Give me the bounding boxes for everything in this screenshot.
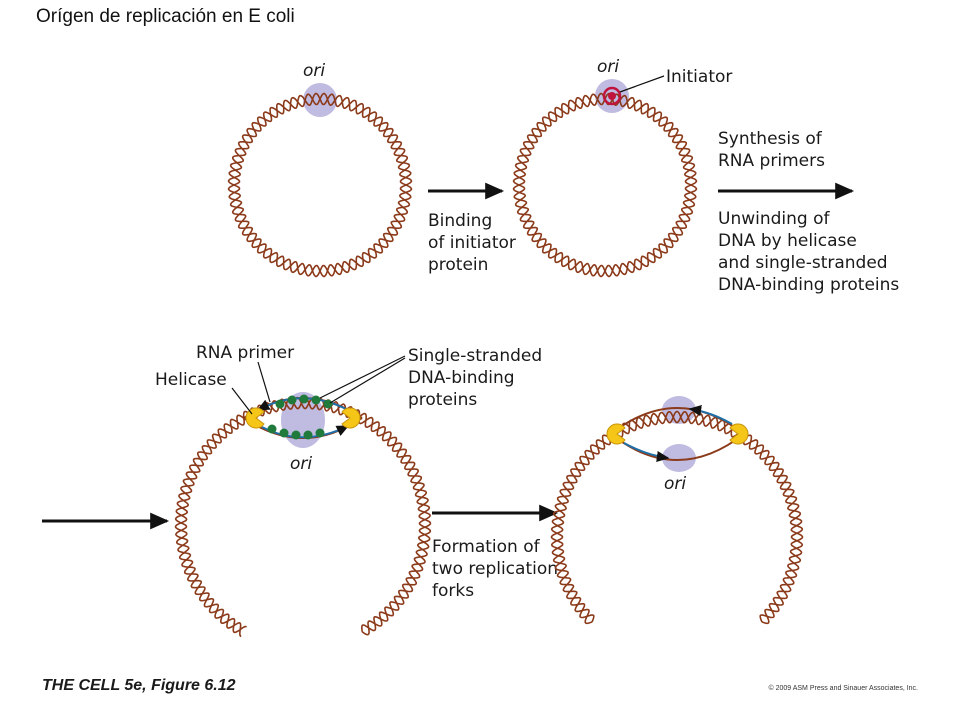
rna-primer-label: RNA primer xyxy=(196,343,294,363)
initiator-protein xyxy=(602,86,622,106)
helicase-fork-left xyxy=(606,423,626,445)
step-3-line-2: two replication xyxy=(432,559,558,579)
ssb-protein xyxy=(279,428,289,438)
helicase-leader-line xyxy=(231,387,253,415)
initiator-label: Initiator xyxy=(666,67,732,87)
ori-label-4: ori xyxy=(664,474,686,494)
step-2a-line-1: Synthesis of xyxy=(718,129,823,149)
helicase-left xyxy=(245,407,265,429)
step-3-line-1: Formation of xyxy=(432,537,541,557)
dna-circle-1 xyxy=(227,92,413,278)
ori-label-1: ori xyxy=(303,61,325,81)
step-1-line-1: Binding xyxy=(428,211,492,231)
step-2b-line-3: and single-stranded xyxy=(718,253,888,273)
ori-label-3: ori xyxy=(290,454,312,474)
step-2b-line-4: DNA-binding proteins xyxy=(718,275,899,295)
ssb-protein xyxy=(299,394,309,404)
dna-arc-4 xyxy=(550,410,804,625)
rna-primer-leader-line xyxy=(257,361,271,403)
primer-arrow-4-upper xyxy=(688,405,733,425)
step-1-caption: Binding of initiator protein xyxy=(428,211,516,275)
ssb-label-line-3: proteins xyxy=(408,390,477,410)
helicase-fork-right xyxy=(729,423,749,445)
slide-title: Orígen de replicación en E coli xyxy=(36,6,295,27)
step-2b-line-2: DNA by helicase xyxy=(718,231,857,251)
step-3-caption: Formation of two replication forks xyxy=(432,537,558,601)
ssb-protein xyxy=(275,399,285,409)
upper-strand-4 xyxy=(610,407,745,435)
ori-region-4-bottom xyxy=(662,444,696,472)
helicase-label: Helicase xyxy=(155,370,227,390)
step-1-line-2: of initiator xyxy=(428,233,516,253)
step-3-line-3: forks xyxy=(432,581,474,601)
step-2-caption-bottom: Unwinding of DNA by helicase and single-… xyxy=(718,209,899,295)
ssb-lower-row xyxy=(267,424,325,440)
step-2b-line-1: Unwinding of xyxy=(718,209,831,229)
copyright-notice: © 2009 ASM Press and Sinauer Associates,… xyxy=(768,684,918,692)
initiator-leader-line xyxy=(619,75,665,93)
ssb-protein xyxy=(311,395,321,405)
helicase-right xyxy=(341,407,361,429)
panel-3-plasmid: RNA primer Helicase Single-stranded DNA-… xyxy=(155,343,542,638)
step-2a-line-2: RNA primers xyxy=(718,151,825,171)
ssb-protein xyxy=(267,424,277,434)
ssb-leader-line-2 xyxy=(329,357,406,404)
ssb-upper-row xyxy=(275,394,333,409)
ssb-protein xyxy=(287,395,297,405)
ssb-protein xyxy=(303,430,313,440)
ssb-protein xyxy=(315,428,325,438)
panel-2-plasmid: ori Initiator xyxy=(512,57,732,278)
step-2-caption-top: Synthesis of RNA primers xyxy=(718,129,825,171)
panel-4-plasmid: ori xyxy=(550,396,804,625)
figure-caption: THE CELL 5e, Figure 6.12 xyxy=(42,677,236,694)
dna-circle-2 xyxy=(512,92,698,278)
ssb-label-line-1: Single-stranded xyxy=(408,346,542,366)
primer-arrow-4-lower xyxy=(623,442,670,463)
ssb-protein xyxy=(291,430,301,440)
initiator-protein-core xyxy=(608,92,616,100)
ssb-label-line-2: DNA-binding xyxy=(408,368,515,388)
ssb-leader-line-1 xyxy=(319,355,406,399)
step-1-line-3: protein xyxy=(428,255,488,275)
panel-1-plasmid: ori xyxy=(227,61,413,278)
ssb-protein xyxy=(323,399,333,409)
ori-label-2: ori xyxy=(597,57,619,77)
